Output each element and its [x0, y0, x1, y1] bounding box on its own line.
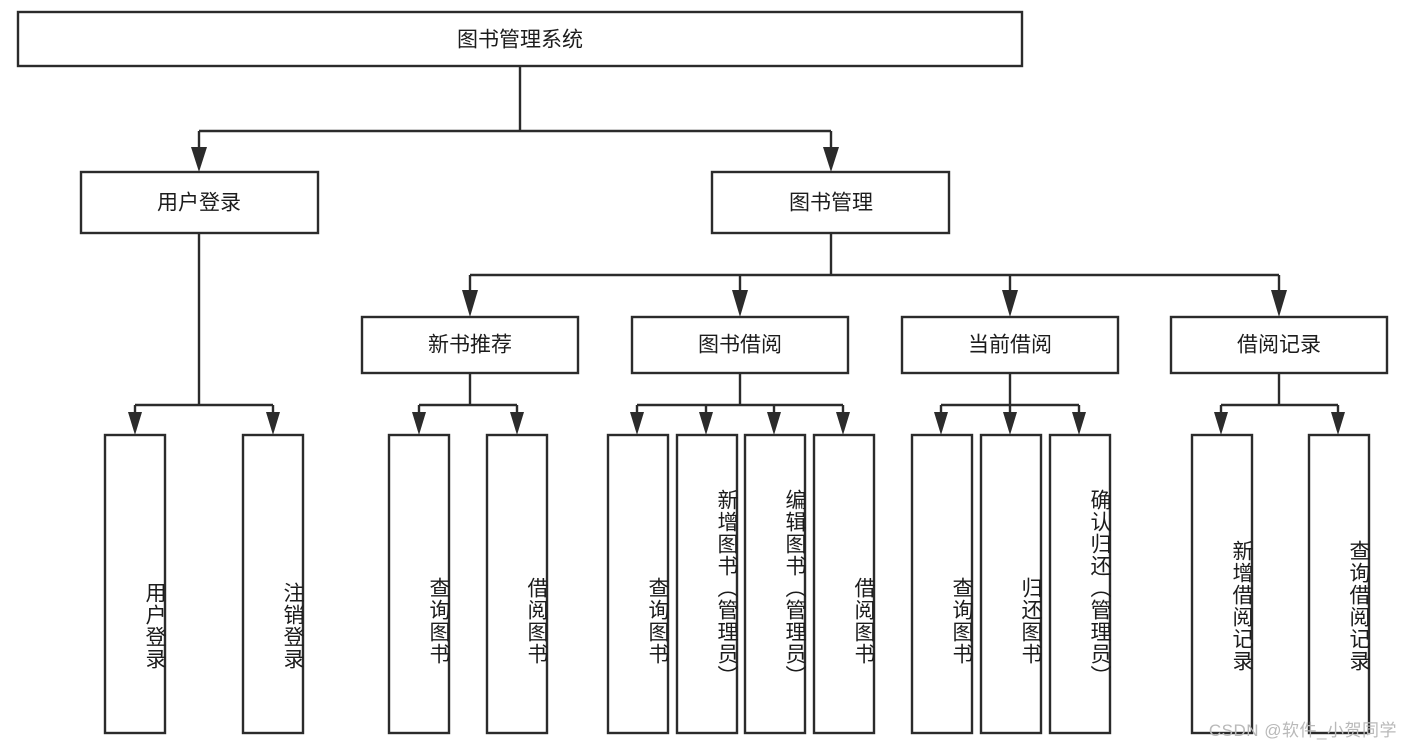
arrow-head-leaf-query-book-3	[934, 412, 948, 435]
node-borrow-record-label: 借阅记录	[1237, 334, 1321, 357]
node-root-label: 图书管理系统	[457, 29, 583, 52]
leaf-box-add-book[interactable]	[675, 433, 739, 735]
connector-group-current-borrow	[934, 373, 1086, 435]
node-user-login-box[interactable]	[79, 170, 320, 235]
node-book-borrow[interactable]: 图书借阅	[630, 315, 850, 375]
leaf-box-edit-book[interactable]	[743, 433, 807, 735]
node-root[interactable]: 图书管理系统	[16, 10, 1024, 68]
csdn-watermark: CSDN @软件_小贺同学	[1208, 721, 1397, 740]
node-book-borrow-box[interactable]	[630, 315, 850, 375]
leaf-box-query-book-3[interactable]	[910, 433, 974, 735]
leaf-box-add-record[interactable]	[1190, 433, 1254, 735]
leaf-box-logout-login[interactable]	[241, 433, 305, 735]
arrow-head-leaf-add-book	[699, 412, 713, 435]
arrow-head-leaf-borrow-book-1	[510, 412, 524, 435]
node-current-borrow-box[interactable]	[900, 315, 1120, 375]
node-book-manage[interactable]: 图书管理	[710, 170, 951, 235]
leaf-box-confirm-return[interactable]	[1048, 433, 1112, 735]
arrow-head-leaf-edit-book	[767, 412, 781, 435]
leaf-box-query-record[interactable]	[1307, 433, 1371, 735]
node-user-login[interactable]: 用户登录	[79, 170, 320, 235]
connector-group-root	[191, 66, 839, 172]
arrow-head-book-manage	[823, 147, 839, 172]
arrow-head-leaf-add-record	[1214, 412, 1228, 435]
connector-group-book-borrow	[630, 373, 850, 435]
node-user-login-label: 用户登录	[157, 192, 241, 215]
leaf-box-return-book[interactable]	[979, 433, 1043, 735]
node-new-book-recommend[interactable]: 新书推荐	[360, 315, 580, 375]
arrow-head-user-login	[191, 147, 207, 172]
leaf-box-borrow-book-2[interactable]	[812, 433, 876, 735]
node-current-borrow[interactable]: 当前借阅	[900, 315, 1120, 375]
arrow-head-leaf-query-book-1	[412, 412, 426, 435]
connector-group-book-manage	[462, 233, 1287, 317]
arrow-head-book-borrow	[732, 290, 748, 317]
connector-group-new-book-recommend	[412, 373, 524, 435]
connector-group-borrow-record	[1214, 373, 1345, 435]
node-book-borrow-label: 图书借阅	[698, 334, 782, 357]
leaf-box-borrow-book-1[interactable]	[485, 433, 549, 735]
arrow-head-leaf-return-book	[1003, 412, 1017, 435]
arrow-head-leaf-logout-login	[266, 412, 280, 435]
node-new-book-recommend-box[interactable]	[360, 315, 580, 375]
node-root-box[interactable]	[16, 10, 1024, 68]
leaf-box-group	[103, 433, 1371, 735]
node-borrow-record[interactable]: 借阅记录	[1169, 315, 1389, 375]
arrow-head-current-borrow	[1002, 290, 1018, 317]
leaf-box-query-book-1[interactable]	[387, 433, 451, 735]
arrow-head-leaf-query-record	[1331, 412, 1345, 435]
arrow-head-leaf-borrow-book-2	[836, 412, 850, 435]
arrow-head-leaf-query-book-2	[630, 412, 644, 435]
node-borrow-record-box[interactable]	[1169, 315, 1389, 375]
node-new-book-recommend-label: 新书推荐	[428, 334, 512, 357]
arrow-head-new-book-recommend	[462, 290, 478, 317]
leaf-box-user-login[interactable]	[103, 433, 167, 735]
arrow-head-borrow-record	[1271, 290, 1287, 317]
node-current-borrow-label: 当前借阅	[968, 334, 1052, 357]
node-book-manage-box[interactable]	[710, 170, 951, 235]
leaf-box-query-book-2[interactable]	[606, 433, 670, 735]
node-book-manage-label: 图书管理	[789, 192, 873, 215]
arrow-head-leaf-user-login	[128, 412, 142, 435]
arrow-head-leaf-confirm-return	[1072, 412, 1086, 435]
connector-group-user-login	[128, 233, 280, 435]
